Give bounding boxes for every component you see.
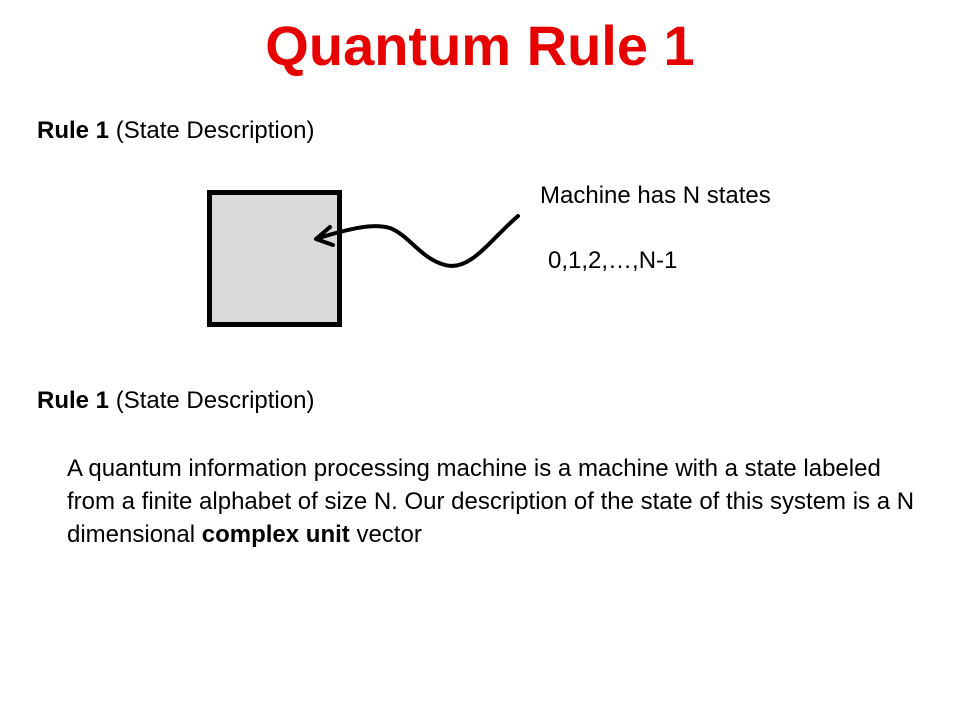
state-range-label: 0,1,2,…,N-1 [548, 247, 678, 274]
machine-states-label: Machine has N states [540, 182, 771, 209]
machine-state-box [207, 190, 342, 327]
description-bold-term: complex unit [201, 521, 350, 548]
rule-heading-top-bold: Rule 1 [37, 117, 110, 144]
description-text-1: A quantum information processing machine… [67, 455, 915, 548]
pointer-arrow-curve [316, 214, 520, 268]
rule-heading-top-rest: (State Description) [109, 117, 315, 144]
description-text-2: vector [349, 521, 422, 548]
rule-heading-top: Rule 1 (State Description) [37, 116, 314, 146]
rule-heading-bottom-bold: Rule 1 [37, 387, 110, 414]
rule-heading-bottom: Rule 1 (State Description) [37, 386, 314, 416]
rule-description: A quantum information processing machine… [67, 452, 927, 551]
slide-title: Quantum Rule 1 [265, 14, 695, 77]
rule-heading-bottom-rest: (State Description) [109, 387, 315, 414]
